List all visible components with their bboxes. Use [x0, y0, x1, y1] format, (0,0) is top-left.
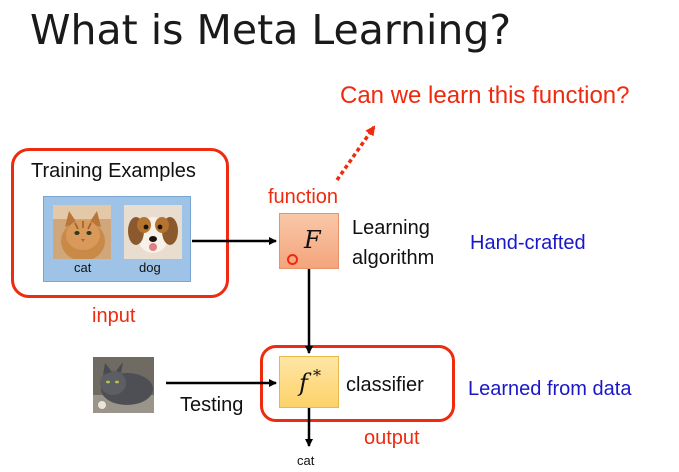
dotted-red-arrow — [335, 125, 376, 182]
page-title: What is Meta Learning? — [30, 6, 512, 54]
f-symbol: f — [299, 369, 308, 397]
result-label: cat — [297, 453, 315, 468]
hand-crafted-note: Hand-crafted — [470, 232, 586, 254]
cat-example-label: cat — [74, 260, 92, 275]
dog-photo-icon — [124, 205, 182, 259]
testing-label: Testing — [180, 394, 244, 416]
output-caption: output — [364, 427, 420, 449]
classifier-box: f * — [279, 356, 339, 408]
small-circle-icon — [287, 254, 298, 265]
training-examples-label: Training Examples — [31, 160, 196, 182]
input-box — [11, 148, 229, 298]
cat-photo-icon — [53, 205, 111, 259]
training-photos-panel: cat dog — [43, 196, 191, 282]
learning-label: Learning — [352, 217, 430, 239]
question-text: Can we learn this function? — [340, 82, 630, 109]
F-symbol: F — [304, 226, 321, 254]
function-label: function — [268, 186, 339, 208]
classifier-label: classifier — [346, 374, 424, 396]
dog-example-label: dog — [139, 260, 161, 275]
f-superscript: * — [313, 366, 321, 385]
input-caption: input — [92, 305, 136, 327]
algorithm-label: algorithm — [352, 247, 435, 269]
test-cat-photo-icon — [93, 357, 154, 413]
learning-algorithm-box: F — [279, 213, 339, 269]
learned-from-data-note: Learned from data — [468, 378, 632, 400]
